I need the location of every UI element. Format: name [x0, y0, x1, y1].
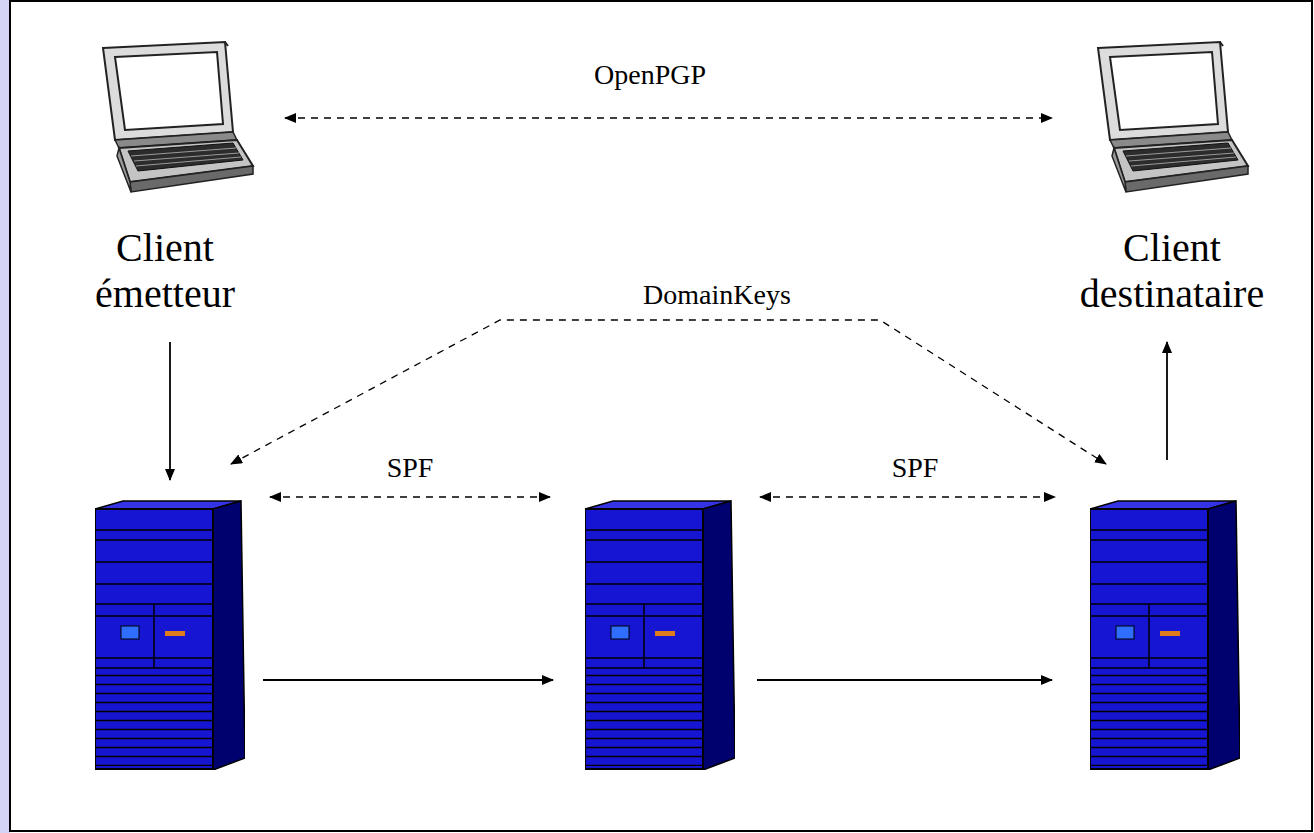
- server-icon: [95, 500, 245, 770]
- mail-flow-arrow: [169, 342, 171, 480]
- server-drawing: [585, 501, 735, 770]
- client-laptop: Client émetteur: [55, 40, 275, 317]
- server-icon: [1090, 500, 1240, 770]
- protocol-label: SPF: [384, 452, 437, 484]
- dashed-connector: [285, 117, 1052, 118]
- client-label: Client destinataire: [1062, 225, 1282, 317]
- protocol-label: SPF: [889, 452, 942, 484]
- mail-server: [585, 500, 735, 770]
- mail-server: [95, 500, 245, 770]
- laptop-drawing: [103, 42, 253, 192]
- server-icon: [585, 500, 735, 770]
- protocol-label: DomainKeys: [640, 279, 794, 311]
- mail-server: [1090, 500, 1240, 770]
- dashed-connector: [760, 496, 1055, 497]
- server-drawing: [95, 501, 245, 770]
- mail-flow-arrow: [757, 679, 1052, 681]
- laptop-icon: [55, 40, 275, 225]
- laptop-drawing: [1098, 42, 1248, 192]
- client-laptop: Client destinataire: [1062, 40, 1282, 317]
- mail-flow-arrow: [263, 679, 553, 681]
- laptop-icon: [1062, 40, 1282, 225]
- protocol-label: OpenPGP: [591, 59, 709, 91]
- dashed-connector: [270, 496, 550, 497]
- mail-flow-arrow: [1166, 342, 1168, 460]
- dashed-connector: [231, 320, 1106, 464]
- client-label: Client émetteur: [55, 225, 275, 317]
- server-drawing: [1090, 501, 1240, 770]
